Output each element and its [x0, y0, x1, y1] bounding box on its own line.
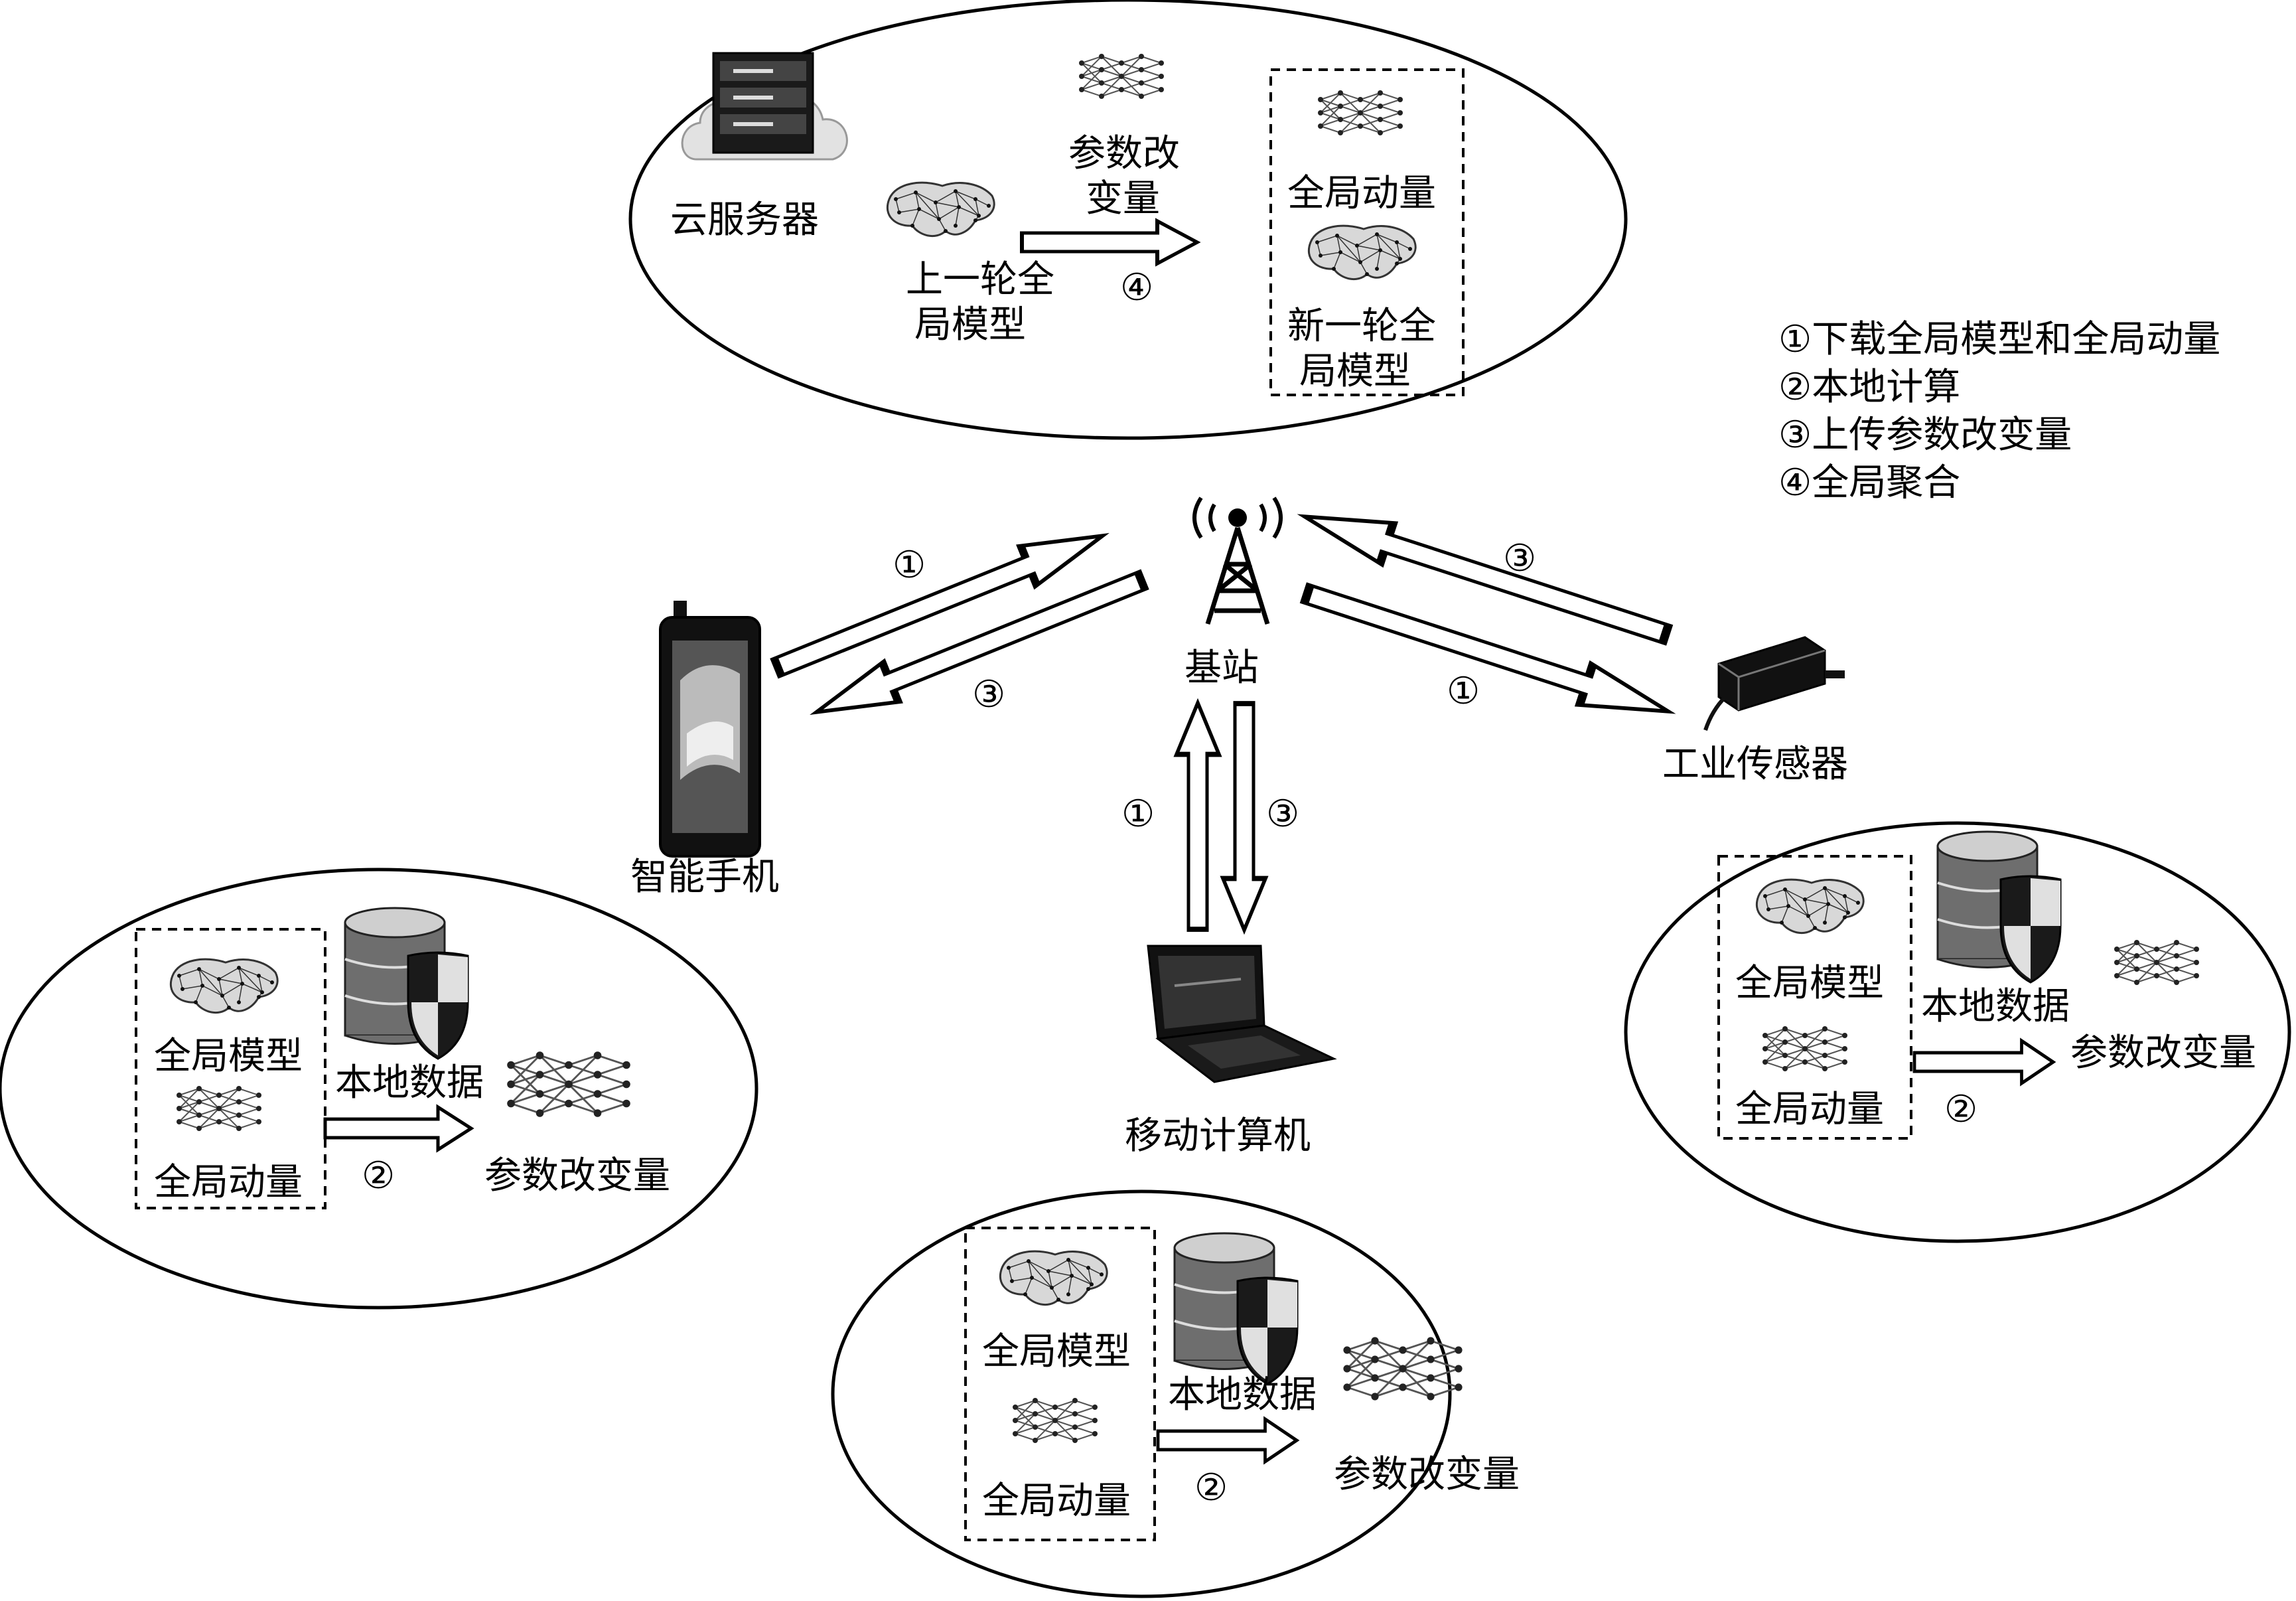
sensor-local-compute-arrow	[1914, 1041, 2053, 1083]
sensor-upload-arrow	[1298, 496, 1672, 654]
sensor-global-dashed-box	[1717, 855, 1912, 1140]
sensor-local-data-label: 本地数据	[1921, 985, 2070, 1028]
laptop-local-compute-step: ②	[1194, 1466, 1228, 1509]
laptop-icon	[1147, 945, 1337, 1083]
new-global-dashed-box	[1269, 68, 1465, 396]
laptop-local-data-label: 本地数据	[1168, 1373, 1317, 1416]
base-station-tower-icon	[1192, 496, 1283, 625]
laptop-local-ellipse	[831, 1189, 1452, 1598]
sensor-local-ellipse	[1624, 821, 2291, 1243]
laptop-global-momentum-label: 全局动量	[982, 1480, 1131, 1523]
phone-local-ellipse	[0, 868, 758, 1310]
sensor-param-change-icon	[2114, 939, 2200, 986]
cloud-aggregation-ellipse	[628, 0, 1628, 440]
sensor-global-model-icon	[1755, 878, 1865, 935]
phone-local-compute-arrow	[325, 1107, 471, 1150]
new-global-model-icon	[1307, 224, 1417, 281]
phone-param-change-icon	[506, 1050, 632, 1118]
phone-global-momentum-icon	[176, 1085, 262, 1132]
cloud-server-icon	[681, 52, 848, 161]
laptop-upload-arrow	[1223, 704, 1265, 930]
laptop-param-change-icon	[1342, 1336, 1464, 1402]
laptop-global-momentum-icon	[1012, 1397, 1098, 1444]
smartphone-label: 智能手机	[630, 856, 779, 899]
cloud-param-change-line1: 参数改	[1068, 132, 1180, 175]
cloud-global-momentum-label: 全局动量	[1287, 172, 1436, 215]
phone-download-step: ①	[893, 544, 926, 587]
laptop-download-step: ①	[1121, 793, 1155, 836]
cloud-prev-model-line1: 上一轮全	[906, 258, 1054, 301]
aggregation-step-number: ④	[1120, 266, 1153, 309]
param-change-network-icon	[1078, 53, 1165, 100]
phone-local-compute-step: ②	[362, 1154, 395, 1197]
legend-step-1: ①下载全局模型和全局动量	[1778, 318, 2220, 361]
sensor-global-momentum-label: 全局动量	[1735, 1088, 1884, 1131]
laptop-local-data-icon	[1173, 1232, 1299, 1385]
industrial-sensor-icon	[1703, 636, 1845, 731]
legend-step-3: ③上传参数改变量	[1778, 414, 2072, 457]
sensor-local-data-icon	[1936, 830, 2062, 984]
cloud-prev-model-line2: 局模型	[914, 303, 1026, 346]
sensor-download-arrow	[1301, 574, 1675, 732]
sensor-upload-step: ③	[1503, 537, 1536, 580]
laptop-param-change-label: 参数改变量	[1334, 1453, 1520, 1496]
laptop-global-model-icon	[999, 1250, 1108, 1306]
legend-step-2: ②本地计算	[1778, 366, 1960, 409]
phone-global-momentum-label: 全局动量	[154, 1161, 303, 1204]
sensor-local-compute-step: ②	[1944, 1088, 1977, 1131]
legend-step-4: ④全局聚合	[1778, 461, 1960, 504]
smartphone-icon	[659, 601, 761, 858]
sensor-param-change-label: 参数改变量	[2070, 1031, 2256, 1075]
laptop-global-model-label: 全局模型	[982, 1330, 1131, 1373]
phone-param-change-label: 参数改变量	[484, 1154, 670, 1197]
laptop-global-dashed-box	[964, 1227, 1156, 1541]
laptop-upload-step: ③	[1266, 793, 1299, 836]
cloud-new-model-line1: 新一轮全	[1287, 305, 1436, 348]
phone-global-model-label: 全局模型	[154, 1035, 303, 1078]
sensor-global-momentum-icon	[1762, 1026, 1848, 1072]
laptop-label: 移动计算机	[1125, 1114, 1311, 1158]
global-momentum-network-icon	[1317, 90, 1403, 136]
phone-global-dashed-box	[135, 928, 326, 1209]
industrial-sensor-label: 工业传感器	[1662, 743, 1848, 786]
phone-upload-step: ③	[972, 673, 1005, 716]
cloud-param-change-line2: 变量	[1086, 177, 1160, 220]
phone-local-data-label: 本地数据	[335, 1061, 484, 1105]
base-station-label: 基站	[1184, 647, 1259, 690]
previous-global-model-icon	[886, 181, 995, 238]
laptop-download-arrow	[1177, 703, 1219, 929]
sensor-global-model-label: 全局模型	[1735, 962, 1884, 1005]
laptop-local-compute-arrow	[1158, 1419, 1297, 1462]
cloud-new-model-line2: 局模型	[1299, 350, 1411, 393]
sensor-download-step: ①	[1447, 670, 1480, 713]
phone-local-data-icon	[344, 907, 469, 1060]
cloud-server-label: 云服务器	[670, 198, 819, 242]
phone-global-model-icon	[169, 958, 279, 1014]
aggregation-arrow	[1022, 221, 1197, 264]
